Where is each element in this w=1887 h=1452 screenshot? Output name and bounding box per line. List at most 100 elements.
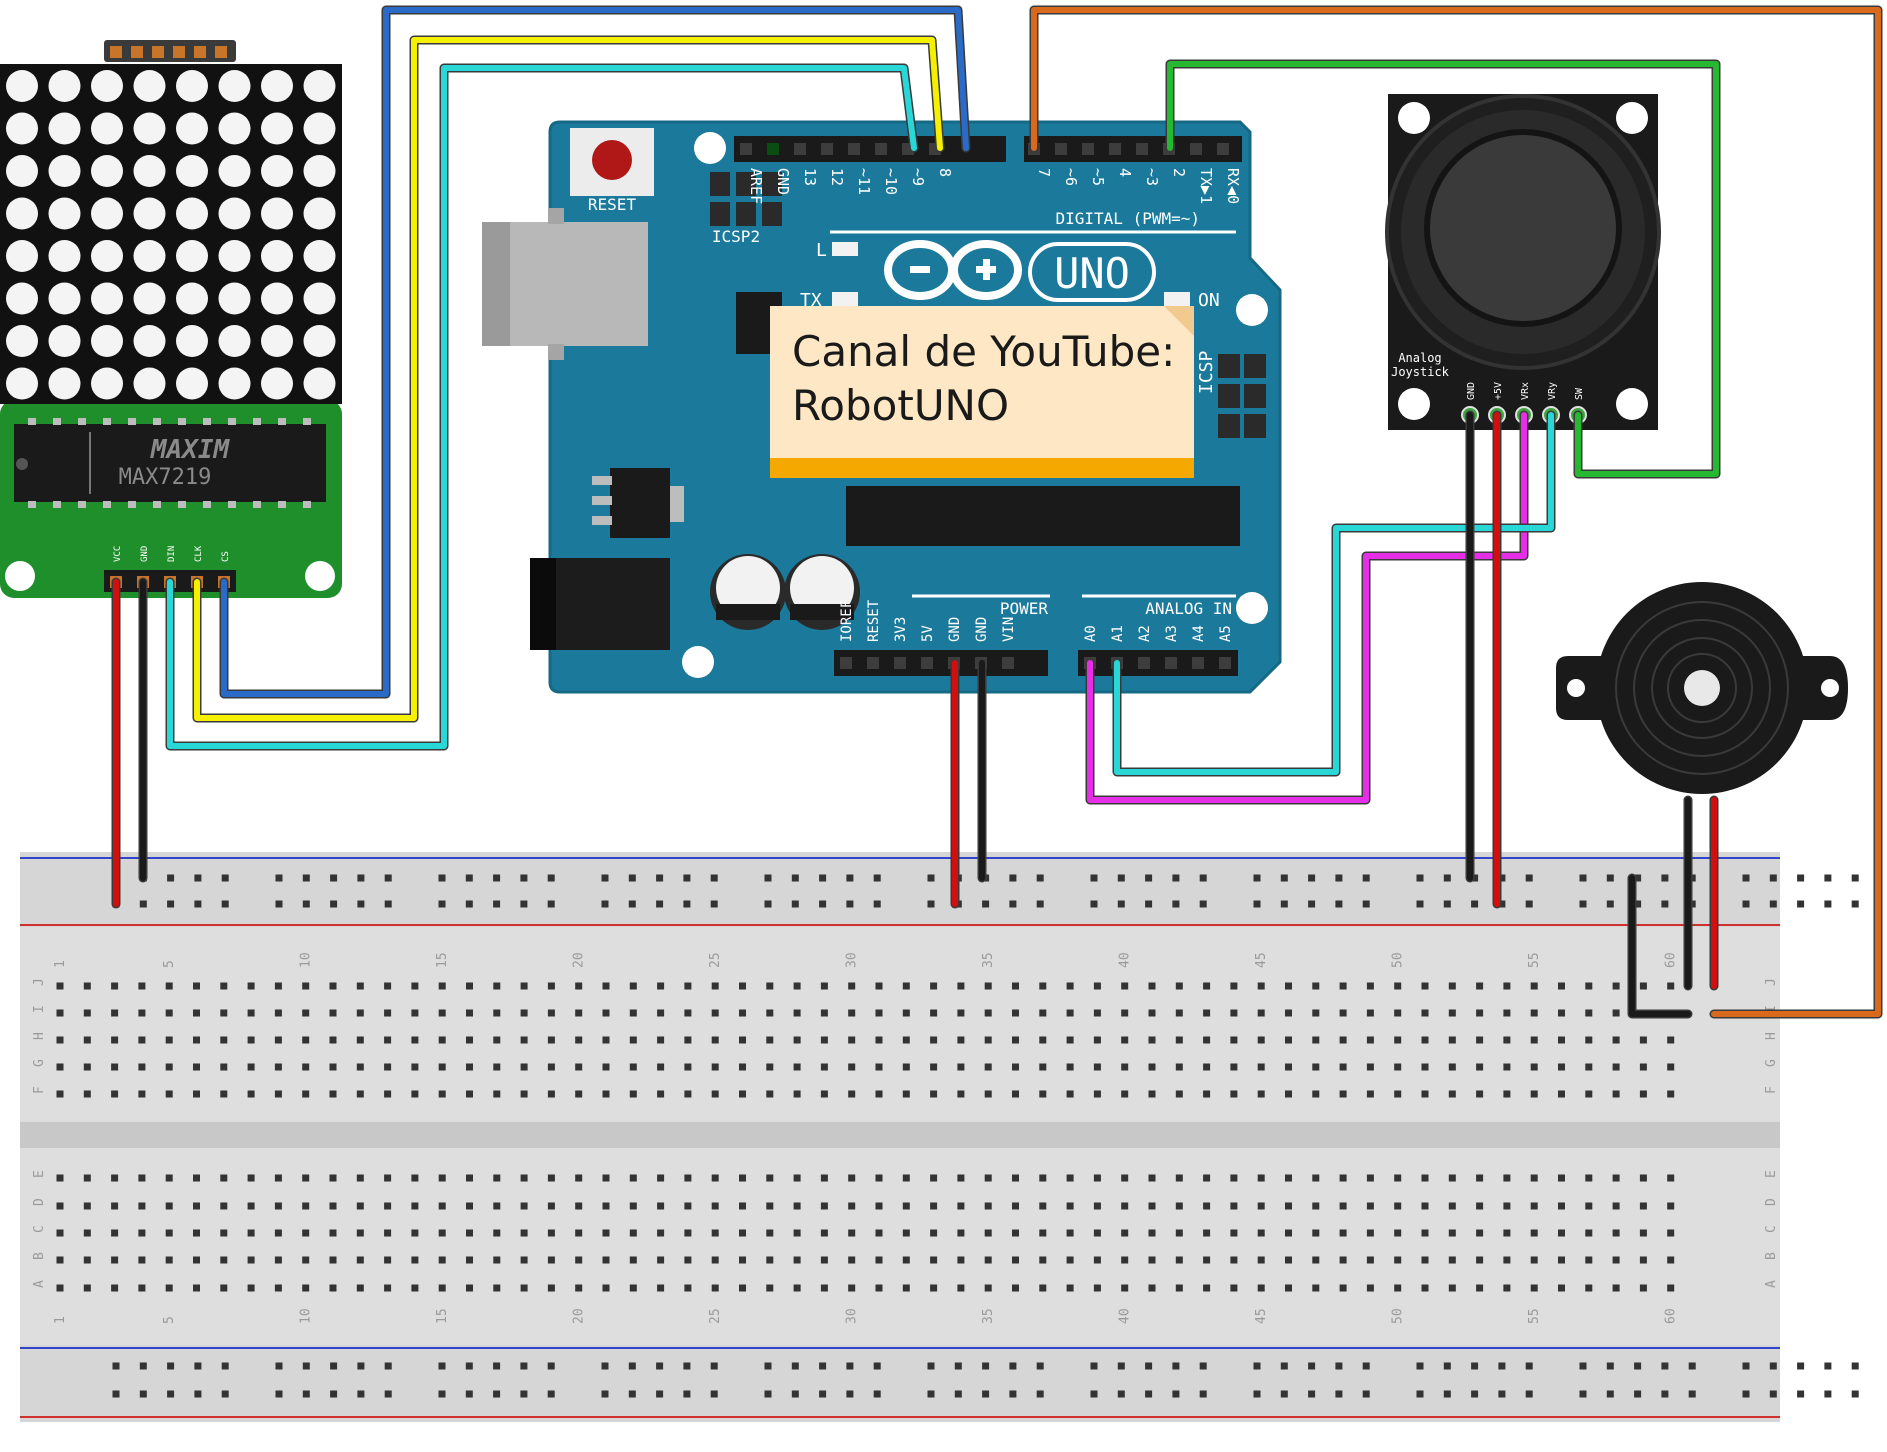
rail-hole[interactable] [438,874,446,882]
breadboard-hole[interactable] [1366,1284,1374,1292]
rail-hole[interactable] [1117,874,1125,882]
breadboard-hole[interactable] [1503,1229,1511,1237]
rail-hole[interactable] [438,900,446,908]
breadboard-hole[interactable] [1012,1174,1019,1182]
breadboard-hole[interactable] [629,982,637,990]
rail-hole[interactable] [1797,900,1805,908]
breadboard-hole[interactable] [1667,1090,1675,1098]
rail-hole[interactable] [1308,1390,1316,1398]
rail-hole[interactable] [1090,1362,1098,1370]
rail-hole[interactable] [710,900,718,908]
breadboard-hole[interactable] [111,1063,119,1071]
rail-hole[interactable] [1443,1390,1451,1398]
breadboard-hole[interactable] [193,1090,200,1098]
rail-hole[interactable] [1172,1390,1180,1398]
breadboard-hole[interactable] [83,1174,91,1182]
analog-pin[interactable] [1165,657,1177,669]
breadboard-hole[interactable] [1394,1174,1402,1182]
breadboard-hole[interactable] [1066,1202,1074,1210]
breadboard-hole[interactable] [820,1229,828,1237]
breadboard-hole[interactable] [466,1256,473,1264]
breadboard-hole[interactable] [1066,1009,1074,1017]
breadboard-hole[interactable] [111,982,119,990]
rail-hole[interactable] [791,1390,799,1398]
breadboard-hole[interactable] [1476,1009,1484,1017]
breadboard-hole[interactable] [1257,1284,1265,1292]
breadboard-hole[interactable] [930,1174,938,1182]
breadboard-hole[interactable] [1612,1202,1620,1210]
rail-hole[interactable] [493,1362,501,1370]
breadboard-hole[interactable] [411,982,419,990]
arduino-mount-hole-4[interactable] [682,646,714,678]
breadboard-hole[interactable] [820,1256,828,1264]
breadboard-hole[interactable] [875,982,883,990]
breadboard-hole[interactable] [329,1229,337,1237]
breadboard-hole[interactable] [138,1229,146,1237]
breadboard-hole[interactable] [1503,982,1511,990]
breadboard-hole[interactable] [1448,1284,1456,1292]
breadboard-hole[interactable] [356,1202,364,1210]
rail-hole[interactable] [683,1362,691,1370]
rail-hole[interactable] [1335,874,1343,882]
breadboard-hole[interactable] [520,1284,528,1292]
breadboard-hole[interactable] [930,982,938,990]
power-pin[interactable] [867,657,879,669]
digital-pin[interactable] [740,143,752,155]
breadboard-hole[interactable] [1339,1036,1347,1044]
breadboard-hole[interactable] [1175,1036,1183,1044]
breadboard-hole[interactable] [438,1063,446,1071]
breadboard-hole[interactable] [1448,1063,1456,1071]
breadboard-hole[interactable] [984,1202,992,1210]
breadboard-hole[interactable] [411,1229,419,1237]
breadboard-hole[interactable] [384,1036,392,1044]
breadboard-hole[interactable] [1148,1174,1156,1182]
breadboard-hole[interactable] [438,1202,446,1210]
breadboard-hole[interactable] [739,1009,746,1017]
breadboard-hole[interactable] [56,1036,64,1044]
breadboard-hole[interactable] [957,1256,965,1264]
rail-hole[interactable] [1824,900,1832,908]
breadboard-hole[interactable] [356,1090,364,1098]
breadboard-hole[interactable] [793,1174,801,1182]
rail-hole[interactable] [1416,900,1424,908]
breadboard-hole[interactable] [1530,1174,1538,1182]
breadboard-hole[interactable] [1093,1256,1101,1264]
breadboard-hole[interactable] [1066,1174,1074,1182]
rail-hole[interactable] [1851,1390,1859,1398]
breadboard-hole[interactable] [1066,1256,1074,1264]
rail-hole[interactable] [683,900,691,908]
breadboard-hole[interactable] [56,982,64,990]
breadboard-hole[interactable] [1093,1009,1101,1017]
rail-hole[interactable] [194,900,202,908]
breadboard-hole[interactable] [1639,1229,1647,1237]
breadboard-hole[interactable] [520,1256,528,1264]
breadboard-hole[interactable] [1121,982,1129,990]
breadboard-hole[interactable] [766,1174,774,1182]
breadboard-hole[interactable] [957,1063,965,1071]
rail-hole[interactable] [1443,874,1451,882]
breadboard-hole[interactable] [820,1202,828,1210]
breadboard-hole[interactable] [957,1284,965,1292]
breadboard-hole[interactable] [820,1063,828,1071]
breadboard-hole[interactable] [1039,1090,1047,1098]
rail-hole[interactable] [927,874,935,882]
breadboard-hole[interactable] [1530,1256,1538,1264]
breadboard-hole[interactable] [302,1229,310,1237]
breadboard-hole[interactable] [711,1229,719,1237]
rail-hole[interactable] [1742,1362,1750,1370]
breadboard-hole[interactable] [1612,982,1620,990]
breadboard-hole[interactable] [547,1229,555,1237]
breadboard-hole[interactable] [247,1063,255,1071]
breadboard-hole[interactable] [684,1009,692,1017]
breadboard-hole[interactable] [274,1009,282,1017]
breadboard-hole[interactable] [575,1036,583,1044]
breadboard-hole[interactable] [138,1063,146,1071]
breadboard-hole[interactable] [356,1036,364,1044]
rail-hole[interactable] [384,1362,392,1370]
breadboard-hole[interactable] [165,1036,173,1044]
breadboard-hole[interactable] [1339,1229,1347,1237]
breadboard-hole[interactable] [302,1090,310,1098]
breadboard-hole[interactable] [1612,1284,1620,1292]
rail-hole[interactable] [112,1362,120,1370]
breadboard-hole[interactable] [438,1009,446,1017]
